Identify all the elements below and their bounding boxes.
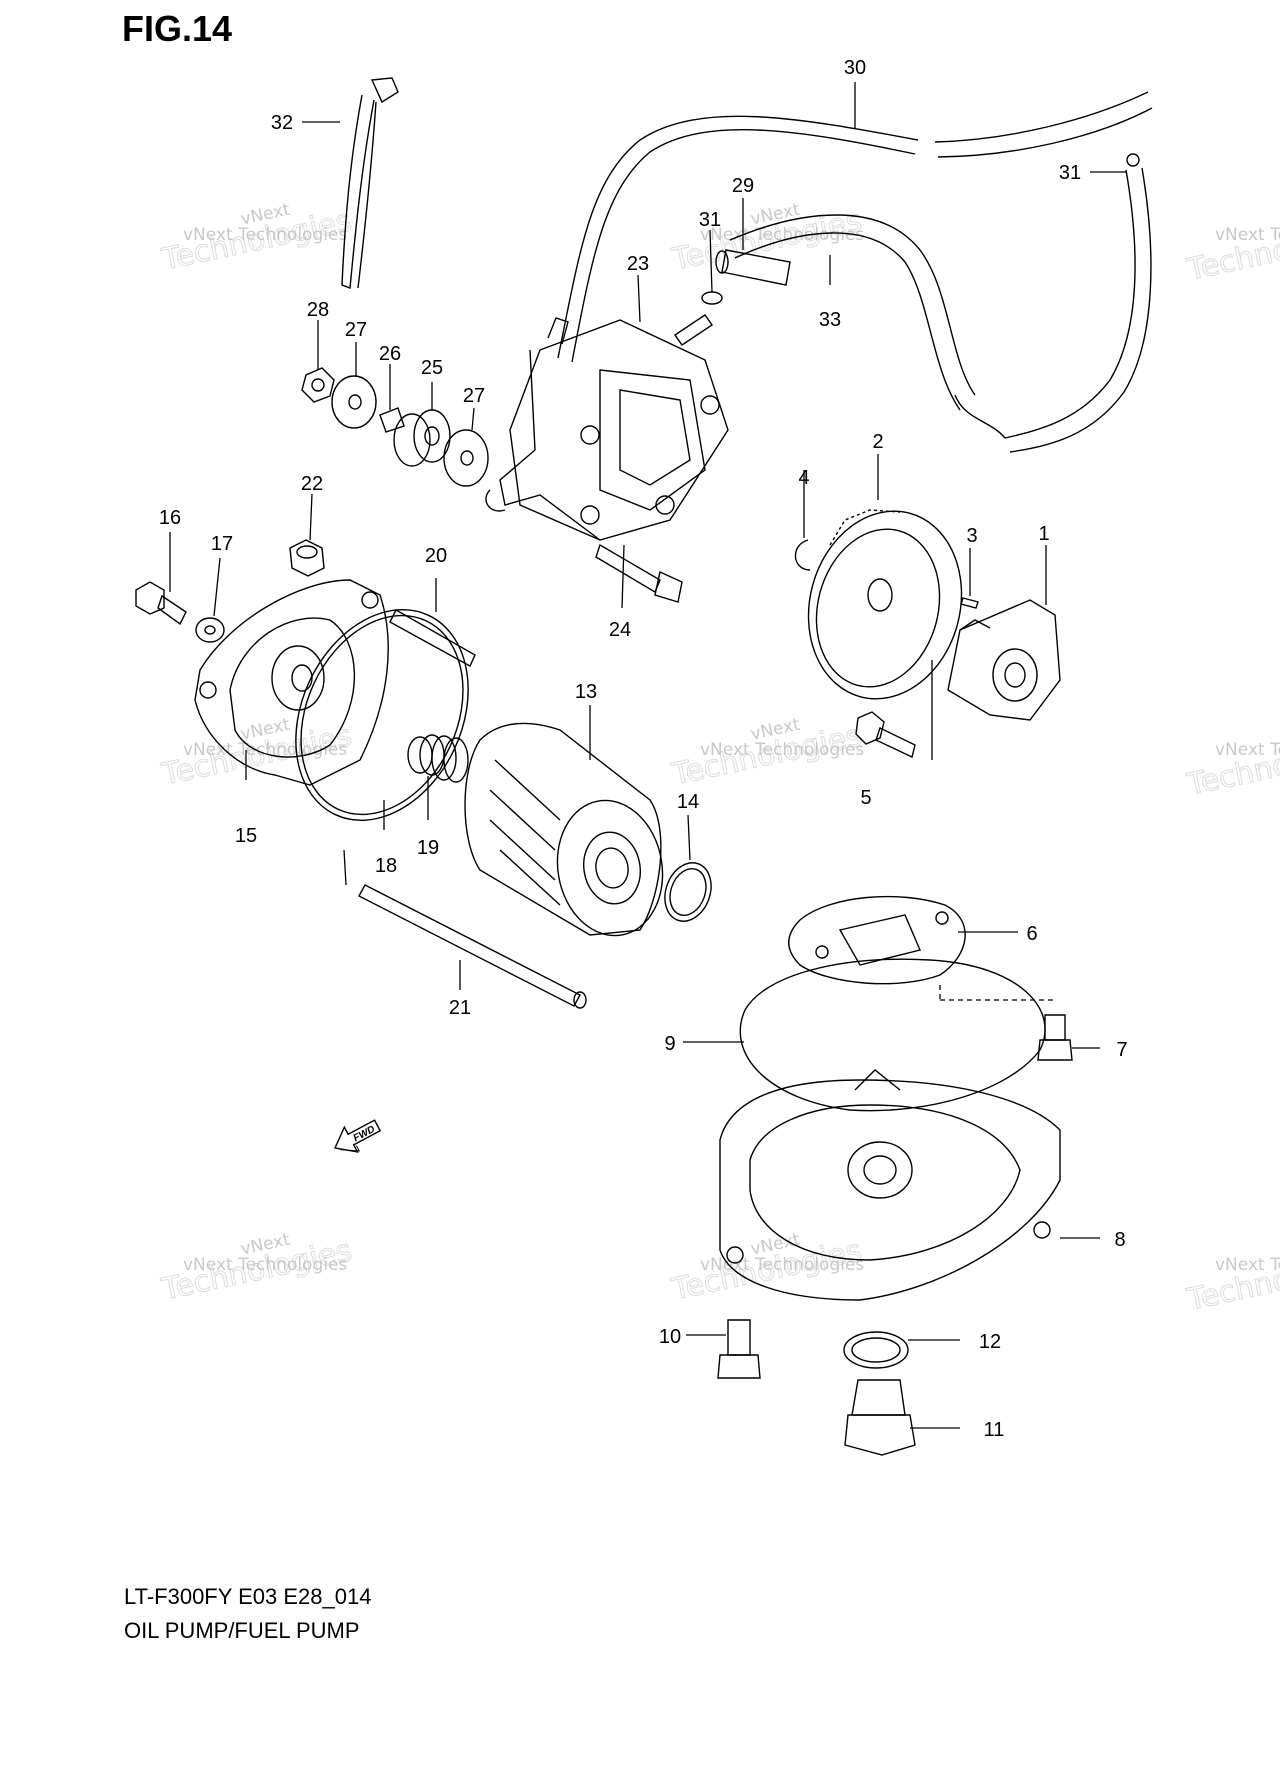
part-1-oil-pump	[947, 599, 1061, 721]
callout-labels: 1 2 3 4 5 6 7 8 9 10 11 12 13 14 15 16 1…	[159, 57, 1128, 1441]
callout-7: 7	[1116, 1039, 1127, 1061]
callout-6: 6	[1026, 923, 1037, 945]
part-8-oil-pan-cover	[719, 1069, 1061, 1301]
part-32-cable-tie	[341, 77, 399, 289]
part-26-collar	[379, 407, 405, 433]
model-code: LT-F300FY E03 E28_014	[124, 1584, 372, 1609]
watermark-group: Technologies vNext vNext Technologies Te…	[158, 200, 1280, 1319]
watermark-caption: vNext Technologies	[700, 740, 864, 760]
part-16-bolt	[135, 581, 187, 626]
watermark-caption: vNext Technologies	[700, 225, 864, 245]
watermark-caption: vNext Technologies	[183, 225, 347, 245]
part-11-drain-plug	[844, 1379, 916, 1456]
part-12-washer	[843, 1331, 909, 1369]
part-15-filter-cap	[194, 579, 389, 786]
part-30-fuel-hose	[557, 91, 1153, 363]
callout-9: 9	[664, 1033, 675, 1055]
part-27-washer	[443, 429, 489, 487]
callout-27a: 27	[345, 319, 367, 341]
callout-13: 13	[575, 681, 597, 703]
callout-3: 3	[966, 525, 977, 547]
callout-12: 12	[979, 1331, 1001, 1353]
part-10-drain-bolt	[717, 1319, 761, 1379]
part-21-long-bolt	[358, 884, 587, 1009]
part-33-fuel-hose	[729, 153, 1152, 453]
callout-15: 15	[235, 825, 257, 847]
part-24-bolt	[595, 543, 683, 603]
callout-27b: 27	[463, 385, 485, 407]
callout-23: 23	[627, 253, 649, 275]
part-14-o-ring	[664, 862, 712, 922]
callout-31b: 31	[1059, 162, 1081, 184]
part-5-bolt	[855, 711, 916, 758]
callout-1: 1	[1038, 523, 1049, 545]
watermark-caption: vNext Technologies	[1215, 225, 1280, 245]
figure-title: FIG.14	[122, 8, 233, 49]
callout-4: 4	[798, 467, 809, 489]
callout-24: 24	[609, 619, 631, 641]
callout-5: 5	[860, 787, 871, 809]
part-3-pin	[960, 597, 979, 609]
callout-22: 22	[301, 473, 323, 495]
diagram-name: OIL PUMP/FUEL PUMP	[124, 1618, 360, 1643]
watermark-caption: vNext Technologies	[1215, 1255, 1280, 1275]
callout-31a: 31	[699, 209, 721, 231]
fwd-label: FWD	[352, 1124, 377, 1144]
part-22-nut	[289, 539, 325, 577]
part-20-stud	[389, 609, 476, 667]
callout-16: 16	[159, 507, 181, 529]
callout-10: 10	[659, 1326, 681, 1348]
callout-28: 28	[307, 299, 329, 321]
part-27-washer	[331, 375, 377, 429]
watermark-caption: vNext Technologies	[1215, 740, 1280, 760]
callout-26: 26	[379, 343, 401, 365]
callout-32: 32	[271, 112, 293, 134]
part-17-washer	[195, 617, 225, 643]
part-25-grommet	[393, 409, 451, 467]
watermark-caption: vNext Technologies	[183, 740, 347, 760]
fwd-arrow-icon: FWD	[333, 1119, 382, 1153]
part-23-fuel-pump	[485, 314, 729, 541]
callout-18: 18	[375, 855, 397, 877]
part-2-oil-pump-gear	[807, 509, 963, 700]
part-19-spring	[407, 734, 469, 783]
callout-19: 19	[417, 837, 439, 859]
callout-2: 2	[872, 431, 883, 453]
part-4-circlip	[794, 539, 811, 571]
callout-21: 21	[449, 997, 471, 1019]
callout-17: 17	[211, 533, 233, 555]
part-9-gasket	[739, 958, 1046, 1112]
callout-20: 20	[425, 545, 447, 567]
watermark-caption: vNext Technologies	[183, 1255, 347, 1275]
callout-30: 30	[844, 57, 866, 79]
callout-14: 14	[677, 791, 699, 813]
part-13-oil-filter	[464, 722, 664, 937]
part-7-bolt	[1037, 1014, 1073, 1061]
callout-11: 11	[984, 1419, 1005, 1441]
callout-25: 25	[421, 357, 443, 379]
part-28-nut	[301, 367, 335, 403]
callout-29: 29	[732, 175, 754, 197]
leader-lines	[169, 82, 1126, 1429]
callout-33: 33	[819, 309, 841, 331]
callout-8: 8	[1114, 1229, 1125, 1251]
part-6-oil-strainer	[788, 895, 966, 985]
